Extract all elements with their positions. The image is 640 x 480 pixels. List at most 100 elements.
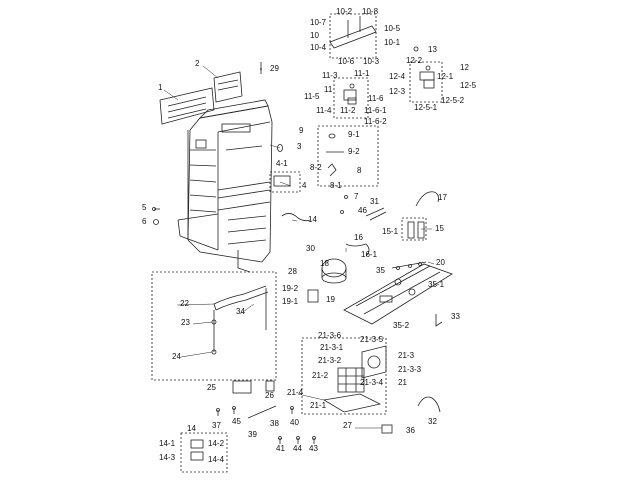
- callout-label: 34: [236, 307, 245, 316]
- callout-label: 13: [428, 45, 437, 54]
- callout-label: 28: [288, 267, 297, 276]
- part-19: [307, 289, 319, 303]
- callout-label: 10-1: [384, 38, 401, 47]
- callout-label: 14-1: [159, 439, 176, 448]
- callout-label: 45: [232, 417, 241, 426]
- callout-label: 10-6: [338, 57, 355, 66]
- part-14-sub-assembly: [190, 439, 204, 461]
- callout-label: 11-4: [316, 106, 332, 115]
- callout-label: 21-3: [398, 351, 415, 360]
- part-32-harness: [417, 396, 441, 413]
- callout-label: 11-5: [304, 92, 320, 101]
- callout-label: 20: [436, 258, 445, 267]
- callout-label: 14: [187, 424, 196, 433]
- callout-label: 36: [406, 426, 415, 435]
- callout-label: 19-1: [282, 297, 299, 306]
- callout-label: 18: [320, 259, 329, 268]
- callout-label: 23: [181, 318, 190, 327]
- callout-label: 21-3-5: [360, 335, 384, 344]
- callout-label: 11-6-2: [364, 117, 387, 126]
- callout-label: 8-1: [330, 181, 342, 190]
- callout-label: 1: [158, 83, 163, 92]
- callout-label: 21-3-6: [318, 331, 342, 340]
- callout-label: 41: [276, 444, 285, 453]
- callout-label: 11-3: [322, 71, 338, 80]
- part-36: [381, 424, 393, 434]
- callout-label: 9-1: [348, 130, 360, 139]
- callout-label: 21-3-1: [320, 343, 344, 352]
- callout-label: 21: [398, 378, 407, 387]
- callout-label: 46: [358, 206, 367, 215]
- callout-label: 10-3: [363, 57, 380, 66]
- callout-label: 21-1: [310, 401, 327, 410]
- part-9-assembly: [326, 133, 344, 177]
- callout-label: 10-2: [336, 7, 353, 16]
- callout-label: 26: [265, 391, 274, 400]
- callout-label: 35-1: [428, 280, 445, 289]
- part-15-b: [417, 221, 425, 239]
- callout-label: 21-3-4: [360, 378, 384, 387]
- callout-label: 12-3: [389, 87, 406, 96]
- part-18-compressor: [321, 258, 347, 284]
- callout-label: 24: [172, 352, 181, 361]
- callout-label: 15-1: [382, 227, 399, 236]
- callout-label: 12-5-1: [414, 103, 438, 112]
- callout-label: 17: [438, 193, 447, 202]
- callout-label: 12-5: [460, 81, 477, 90]
- callout-label: 19-2: [282, 284, 299, 293]
- callout-label: 11: [324, 85, 333, 94]
- callout-label: 37: [212, 421, 221, 430]
- callout-label: 31: [370, 197, 379, 206]
- callout-label: 21-2: [312, 371, 329, 380]
- part-16-hose: [345, 243, 370, 257]
- callout-label: 11-2: [340, 106, 356, 115]
- part-39-rod: [247, 405, 277, 419]
- part-15-a: [407, 221, 415, 239]
- callout-label: 21-3-3: [398, 365, 422, 374]
- part-35-base-plate: [343, 263, 453, 325]
- part-11-assembly: [343, 83, 357, 105]
- callout-label: 14: [308, 215, 317, 224]
- callout-label: 4: [302, 181, 307, 190]
- callout-label: 25: [207, 383, 216, 392]
- callout-label: 21-4: [287, 388, 304, 397]
- leader-lines: [163, 65, 435, 429]
- callout-label: 16: [354, 233, 363, 242]
- callout-label: 9-2: [348, 147, 360, 156]
- callout-label: 11-6-1: [364, 106, 387, 115]
- callout-label: 12: [460, 63, 469, 72]
- callout-label: 29: [270, 64, 279, 73]
- callout-label: 10: [310, 31, 319, 40]
- callout-label: 10-8: [362, 7, 379, 16]
- part-4: [273, 175, 291, 187]
- part-31: [365, 207, 387, 221]
- callout-label: 4-1: [276, 159, 288, 168]
- callout-label: 11-6: [368, 94, 384, 103]
- callout-label: 22: [180, 299, 189, 308]
- callout-label: 10-7: [310, 18, 327, 27]
- callout-label: 39: [248, 430, 257, 439]
- callout-label: 21-3-2: [318, 356, 342, 365]
- part-2-panel: [213, 71, 243, 103]
- callout-label: 32: [428, 417, 437, 426]
- refrigerator-cabinet: [177, 99, 273, 273]
- callout-label: 16-1: [361, 250, 378, 259]
- callout-label: 14-2: [208, 439, 225, 448]
- callout-label: 27: [343, 421, 352, 430]
- callout-label: 8: [357, 166, 362, 175]
- callout-label: 19: [326, 295, 335, 304]
- part-21-fan-assembly: [322, 345, 387, 413]
- callout-label: 30: [306, 244, 315, 253]
- callout-label: 35-2: [393, 321, 410, 330]
- callout-label: 8-2: [310, 163, 322, 172]
- callout-label: 5: [142, 203, 147, 212]
- callout-label: 10-4: [310, 43, 327, 52]
- callout-label: 35: [376, 266, 385, 275]
- callout-label: 11-1: [354, 69, 370, 78]
- callout-label: 14-3: [159, 453, 176, 462]
- callout-label: 12-4: [389, 72, 406, 81]
- callout-label: 10-5: [384, 24, 401, 33]
- part-17-harness: [415, 191, 439, 207]
